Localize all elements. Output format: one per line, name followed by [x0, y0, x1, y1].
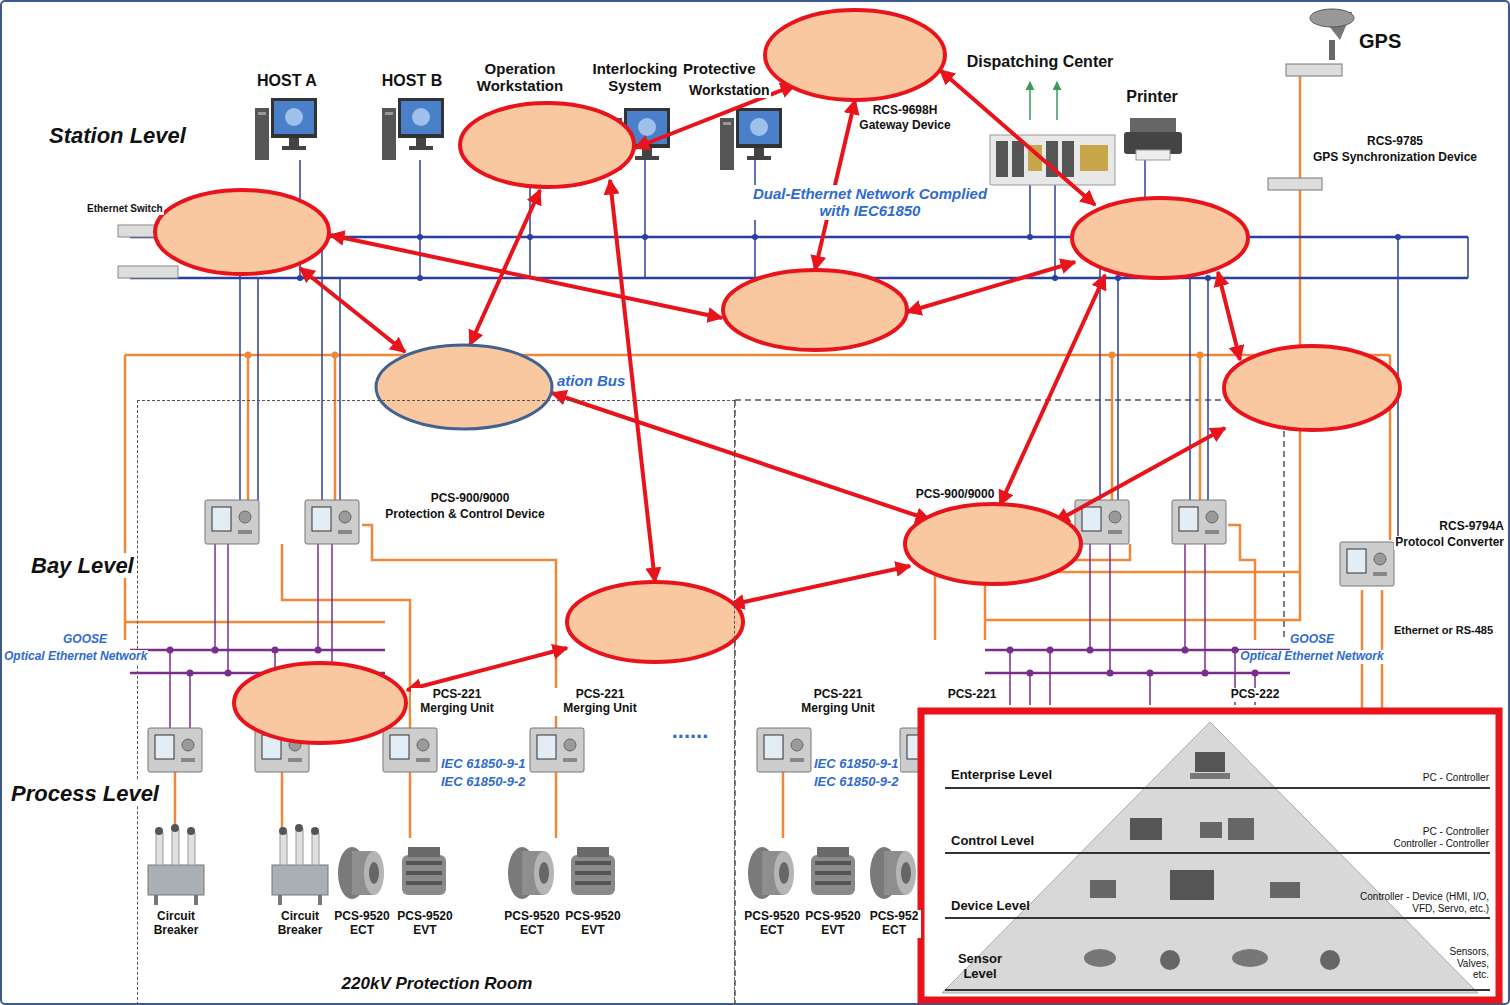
device-label: GPS Synchronization Device: [1312, 151, 1478, 165]
device-label: PCS-221 Merging Unit: [792, 688, 884, 716]
device-label: PCS-221 Merging Unit: [554, 688, 646, 716]
network-label: GOOSE: [1289, 633, 1335, 647]
pyramid-level: Device Level: [950, 899, 1031, 914]
device-label: RCS-9785: [1366, 135, 1424, 149]
device-label: PCS-900/9000: [430, 492, 511, 506]
device-label: Protocol Converter: [1394, 536, 1505, 550]
level-title: Process Level: [10, 781, 160, 806]
device-label: HOST A: [256, 72, 318, 90]
pyramid-note: PC - Controller Controller - Controller: [1376, 826, 1490, 849]
network-label: Ethernet or RS-485: [1393, 624, 1494, 637]
pyramid-note: Controller - Device (HMI, I/O, VFD, Serv…: [1348, 891, 1490, 914]
standard-label: IEC 61850-9-1: [440, 757, 527, 772]
equipment-label: PCS-9520 ECT: [499, 910, 565, 938]
standard-label: IEC 61850-9-2: [813, 775, 900, 790]
equipment-label: PCS-9520 EVT: [392, 910, 458, 938]
device-label: Operation Workstation: [464, 60, 576, 95]
network-label: Optical Ethernet Network: [1239, 650, 1384, 664]
pyramid-level: Enterprise Level: [950, 768, 1053, 783]
device-label: Dispatching Center: [966, 53, 1115, 71]
device-label: Gateway Device: [858, 119, 951, 133]
ellipsis-mark: ......: [671, 718, 710, 743]
pyramid-level: Sensor Level: [950, 952, 1010, 982]
device-label: Protection & Control Device: [384, 508, 545, 522]
device-label: RCS-9698H: [872, 104, 939, 118]
pyramid-note: PC - Controller: [1422, 772, 1490, 784]
equipment-label: Circuit Breaker: [140, 910, 212, 938]
device-label: GPS: [1358, 30, 1402, 53]
pyramid-note: Sensors, Valves, etc.: [1443, 946, 1490, 981]
device-label: PCS-221 Merging Unit: [411, 688, 503, 716]
network-label: Dual-Ethernet Network Complied with IEC6…: [749, 185, 991, 220]
region-title: 220kV Protection Room: [340, 974, 535, 994]
network-label: ation Bus: [556, 372, 626, 389]
level-title: Bay Level: [30, 553, 135, 578]
equipment-label: Circuit Breaker: [264, 910, 336, 938]
equipment-label: PCS-9520 ECT: [329, 910, 395, 938]
pyramid-level: Control Level: [950, 834, 1035, 849]
network-label: Optical Ethernet Network: [3, 650, 148, 664]
equipment-label: PCS-9520 ECT: [739, 910, 805, 938]
standard-label: IEC 61850-9-1: [813, 757, 900, 772]
standard-label: IEC 61850-9-2: [440, 775, 527, 790]
device-label: RCS-9794A: [1438, 520, 1505, 534]
level-title: Station Level: [48, 123, 187, 148]
device-label: HOST B: [381, 72, 443, 90]
device-label: Workstation: [688, 82, 771, 98]
network-label: GOOSE: [62, 633, 108, 647]
device-label: Ethernet Switch: [86, 203, 164, 215]
device-label: PCS-222: [1230, 688, 1281, 702]
device-label: Protective: [682, 60, 757, 77]
equipment-label: PCS-9520 EVT: [800, 910, 866, 938]
device-label: PCS-900/9000: [915, 488, 996, 502]
equipment-label: PCS-952 ECT: [867, 910, 921, 938]
device-label: Printer: [1125, 88, 1179, 106]
equipment-label: PCS-9520 EVT: [560, 910, 626, 938]
device-label: PCS-221: [947, 688, 998, 702]
device-label: Interlocking System: [584, 60, 686, 95]
